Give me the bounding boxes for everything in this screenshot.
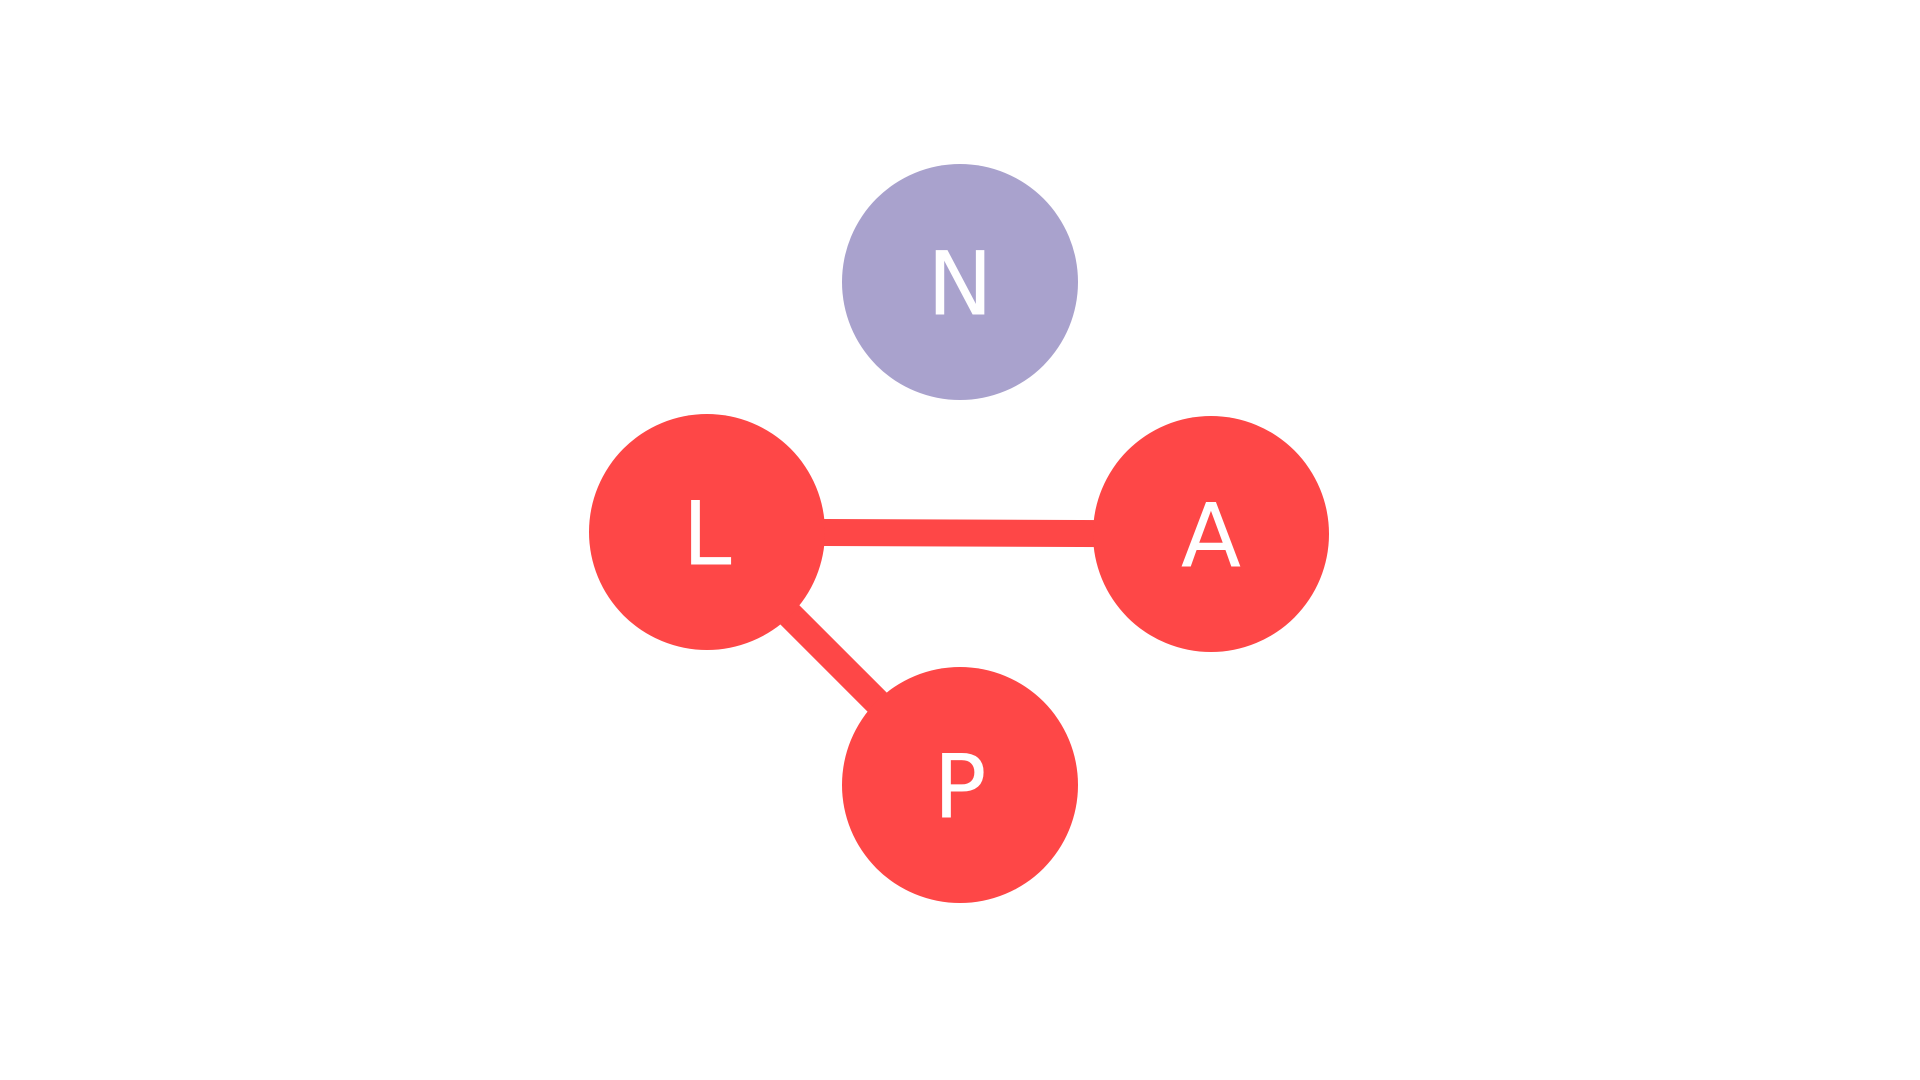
node-l-circle bbox=[589, 414, 825, 650]
node-p: P bbox=[842, 667, 1078, 903]
node-n: N bbox=[842, 164, 1078, 400]
node-a: A bbox=[1093, 416, 1329, 652]
node-l-label: L bbox=[682, 483, 731, 586]
node-l: L bbox=[589, 414, 825, 650]
node-p-circle bbox=[842, 667, 1078, 903]
node-a-label: A bbox=[1181, 485, 1241, 588]
node-n-circle bbox=[842, 164, 1078, 400]
node-p-label: P bbox=[933, 736, 986, 839]
node-a-circle bbox=[1093, 416, 1329, 652]
node-n-label: N bbox=[927, 233, 993, 336]
nodes-layer: N L A P bbox=[589, 164, 1329, 903]
